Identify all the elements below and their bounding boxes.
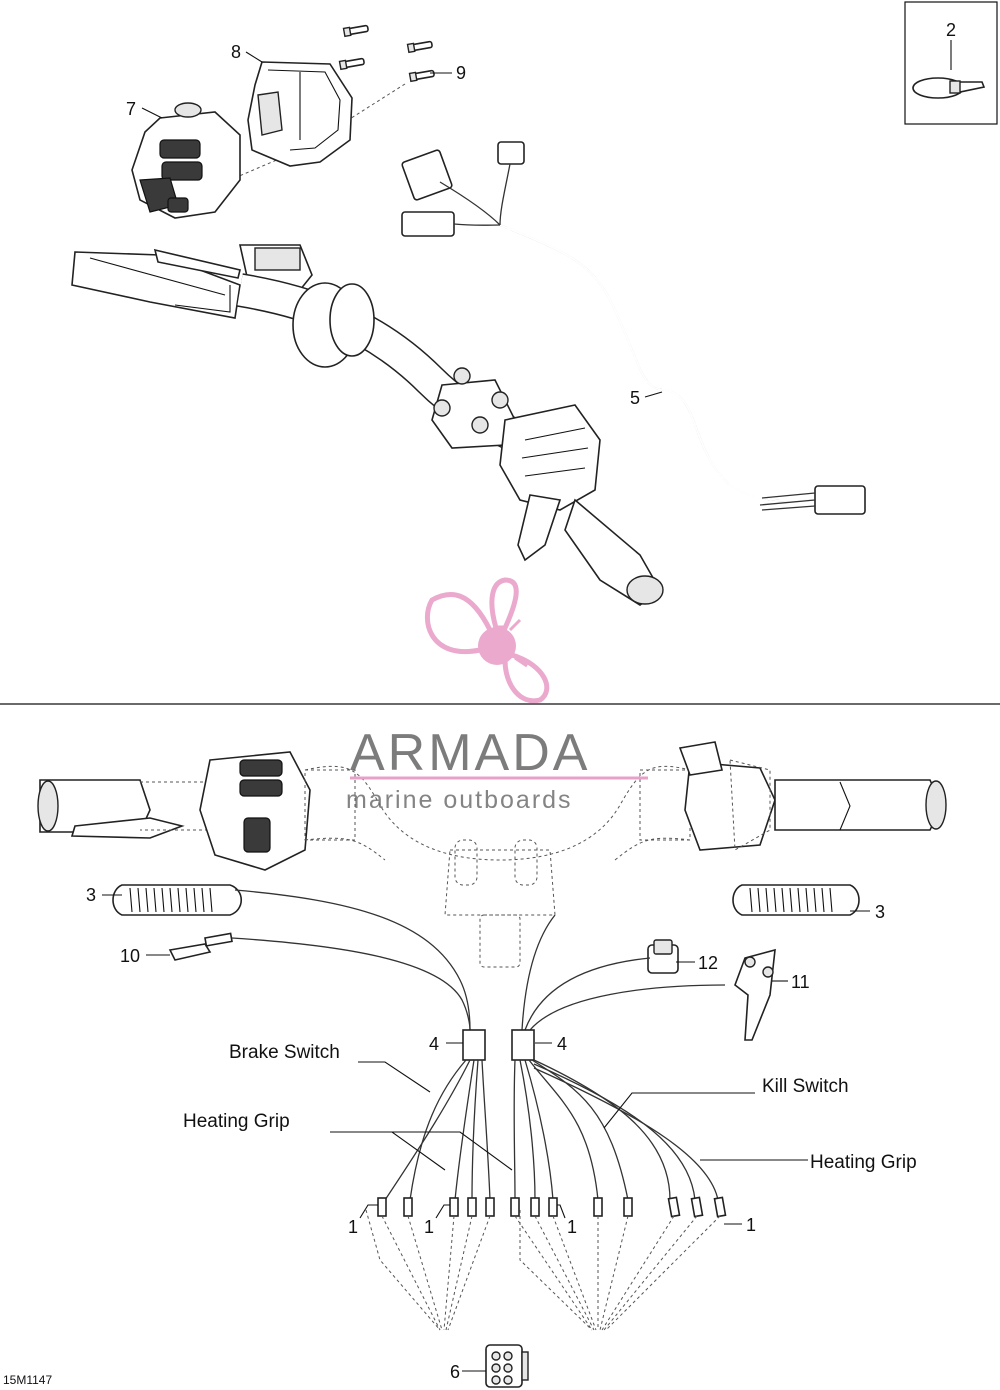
propeller-logo [424,577,550,704]
bottom-leader-lines [102,894,870,1372]
callout-1-a: 1 [348,1217,358,1237]
callout-2: 2 [946,20,956,40]
callout-10: 10 [120,946,140,966]
wire-plug [168,932,233,961]
wire-clip [647,939,679,974]
multi-pin-connector [485,1344,529,1388]
label-brake-switch: Brake Switch [229,1042,340,1063]
cable-tie-icon [912,77,986,99]
handlebar-assembly-bottom [37,741,947,968]
switch-housing-rear [247,61,353,167]
watermark-brand: ARMADA [350,724,590,782]
callout-4-left: 4 [429,1034,439,1054]
mounting-bracket [734,948,776,1041]
callout-3-right: 3 [875,902,885,922]
wire-terminals [377,1196,727,1218]
callout-12: 12 [698,953,718,973]
switch-block [131,102,241,219]
callout-9: 9 [456,63,466,83]
callout-7: 7 [126,99,136,119]
heating-grip-left [112,884,243,916]
label-kill-switch: Kill Switch [762,1076,849,1097]
callout-4-right: 4 [557,1034,567,1054]
callout-8: 8 [231,42,241,62]
heating-grip-wiring [231,889,727,1331]
callout-6: 6 [450,1362,460,1382]
armada-watermark: ARMADA marine outboards [346,577,648,814]
screw-icons [338,24,435,83]
callout-1-d: 1 [746,1215,756,1235]
callout-11: 11 [791,972,810,992]
watermark-tagline: marine outboards [346,786,573,814]
label-heating-grip-right: Heating Grip [810,1152,917,1173]
callout-3-left: 3 [86,885,96,905]
diagram-code: 15M1147 [3,1373,52,1387]
top-leader-lines [141,51,663,398]
callout-1-c: 1 [567,1217,577,1237]
callout-1-b: 1 [424,1217,434,1237]
dashed-connector-lines [365,1209,721,1331]
handlebar-assembly-top [71,244,664,606]
label-heating-grip-left: Heating Grip [183,1111,290,1132]
callout-5: 5 [630,388,640,408]
inset-box-cable-tie [904,1,998,125]
wiring-harness [401,141,866,515]
heating-grip-right [732,884,860,916]
